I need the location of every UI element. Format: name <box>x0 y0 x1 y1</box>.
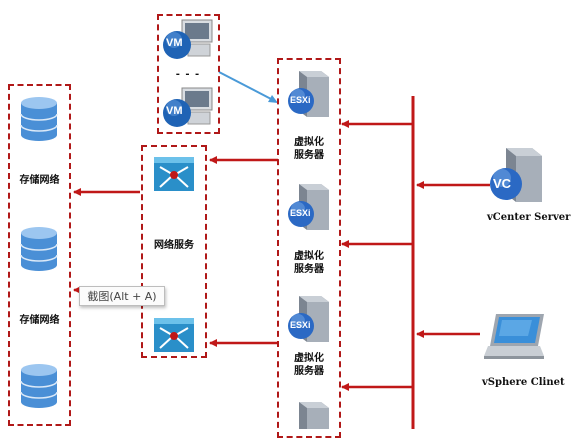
esxi-server-icon <box>285 398 333 429</box>
vm-server-link-head <box>268 95 278 103</box>
vm-server-link <box>218 71 274 101</box>
vsphere-client-label: vSphere Clinet <box>482 377 565 388</box>
virtualized-server-label-3: 虚拟化 服务器 <box>294 353 324 377</box>
vm-ellipsis: - - - <box>175 69 201 80</box>
database-icon <box>20 227 58 271</box>
esxi-server-icon: ESXi <box>285 292 333 344</box>
vm-icon: VM <box>160 86 216 130</box>
vcenter-server-icon: VC <box>486 144 548 206</box>
vm-icon-text: VM <box>166 37 183 49</box>
esxi-server-icon: ESXi <box>285 67 333 119</box>
vm-icon: VM <box>160 18 216 62</box>
database-icon <box>20 364 58 408</box>
storage-label-top: 存储网络 <box>19 175 60 186</box>
network-services-label: 网络服务 <box>154 240 194 251</box>
laptop-icon <box>484 314 544 359</box>
esxi-icon-text: ESXi <box>290 95 311 105</box>
vm-icon-text: VM <box>166 105 183 117</box>
vcenter-icon-text: VC <box>493 176 512 191</box>
switch-icon <box>154 318 194 352</box>
virtualized-server-label-1: 虚拟化 服务器 <box>294 137 324 161</box>
switch-icon <box>154 157 194 191</box>
database-icon <box>20 97 58 141</box>
esxi-server-icon: ESXi <box>285 180 333 232</box>
storage-group-box <box>8 84 71 426</box>
screenshot-tooltip: 截图(Alt + A) <box>79 286 165 306</box>
storage-label-bottom: 存储网络 <box>19 315 60 326</box>
esxi-icon-text: ESXi <box>290 208 311 218</box>
esxi-icon-text: ESXi <box>290 320 311 330</box>
virtualized-server-label-2: 虚拟化 服务器 <box>294 251 324 275</box>
vm-group-box <box>157 14 220 134</box>
vcenter-server-label: vCenter Server <box>487 212 571 223</box>
connection-lines <box>73 71 490 429</box>
network-services-box <box>141 145 207 358</box>
